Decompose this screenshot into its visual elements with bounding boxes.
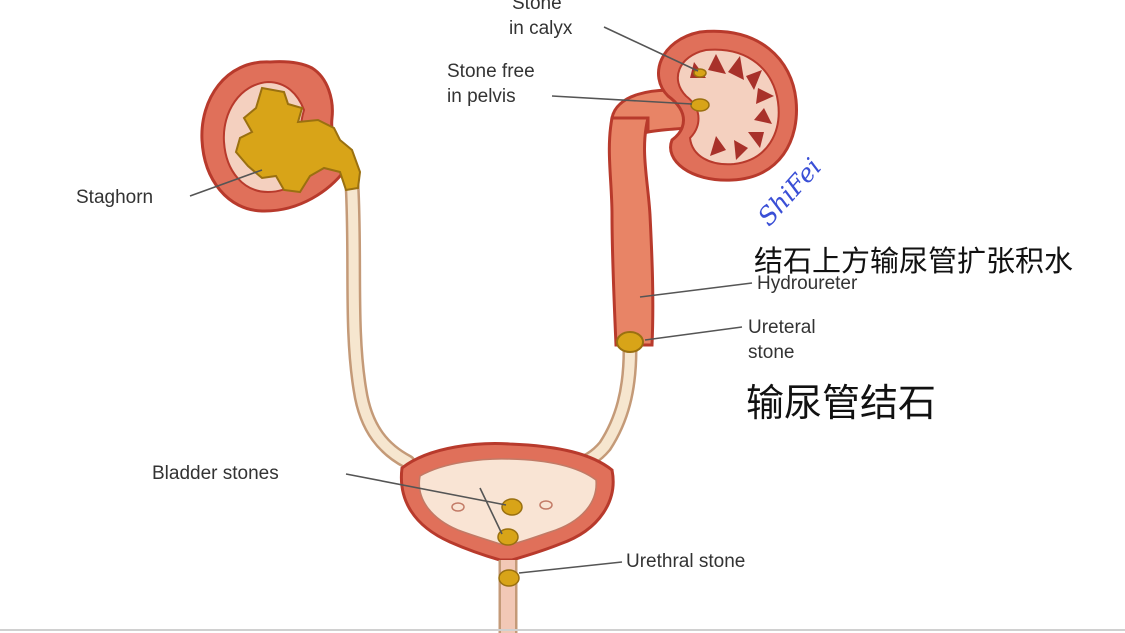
bladder [399,442,615,562]
label-ureteral-stone-1: Ureteral [748,317,816,338]
hydroureter-tube [607,116,655,347]
label-stone-free-2: in pelvis [447,86,516,107]
annotation-ureteral-stone-cn: 输尿管结石 [746,381,937,425]
label-stone-free-1: Stone free [447,61,535,82]
label-stone-in-calyx-2: in calyx [509,18,573,39]
label-hydroureter: Hydroureter [757,273,858,294]
label-stone-in-calyx-1: Stone [512,0,562,14]
ureteral-stone [616,331,644,353]
left-ureter [344,177,416,470]
pelvis-stone [690,98,710,112]
label-staghorn: Staghorn [76,187,154,208]
staghorn-stone [234,86,362,194]
bladder-stone-2 [497,528,519,546]
label-ureteral-stone-2: stone [748,342,795,363]
bladder-stone-1 [501,498,523,516]
left-kidney [200,60,362,213]
leader-lines [189,26,753,574]
right-kidney [657,29,798,182]
annotation-hydroureter-cn: 结石上方输尿管扩张积水 [754,244,1074,278]
label-urethral-stone: Urethral stone [626,551,746,572]
urethral-stone [498,569,520,587]
label-bladder-stones: Bladder stones [152,463,279,484]
